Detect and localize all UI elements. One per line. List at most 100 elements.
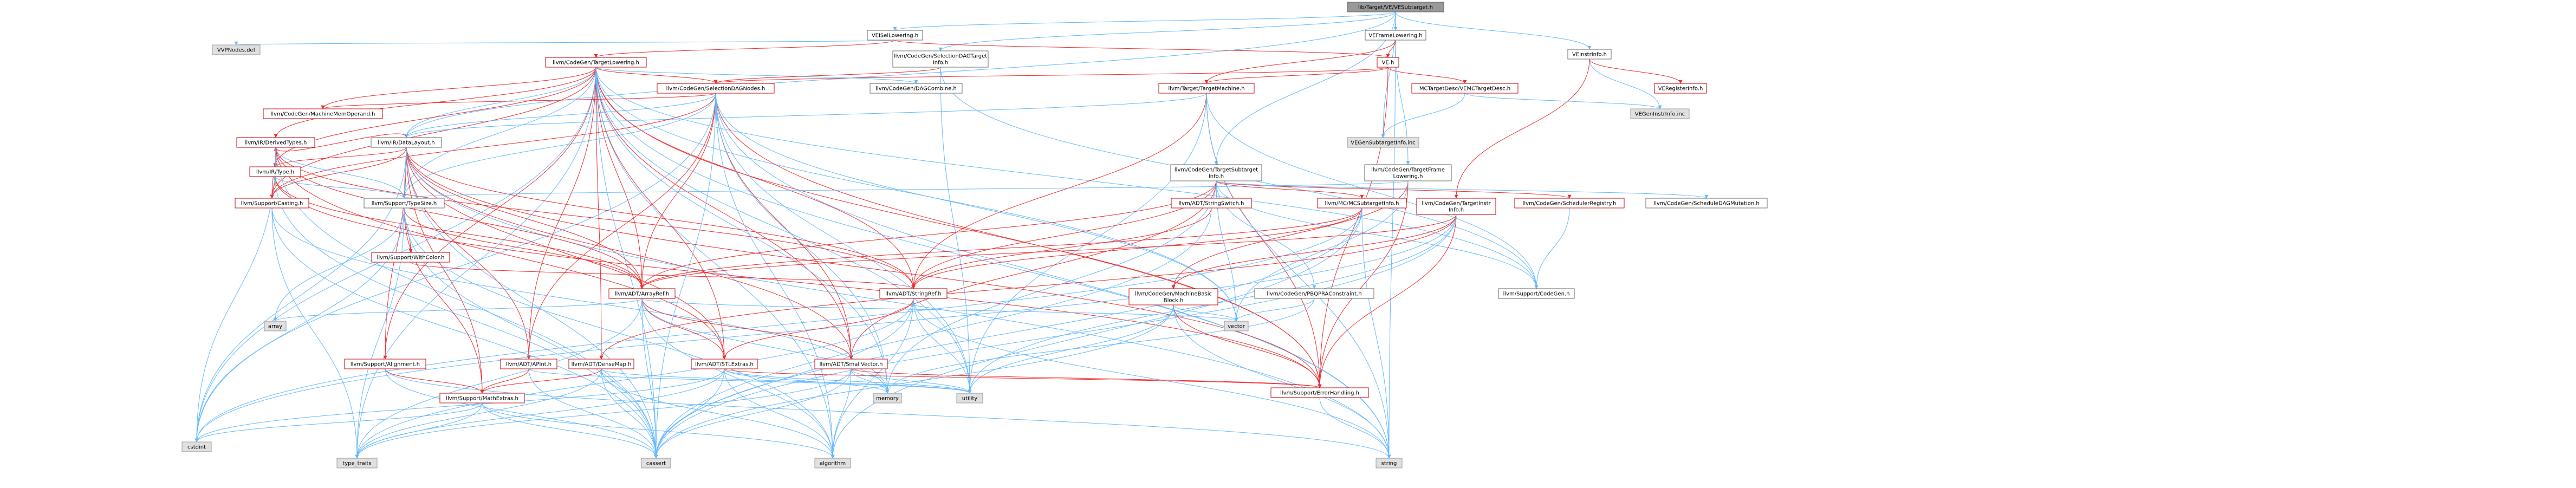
edge-PBQPRAConstraint-to-vector [1234, 298, 1315, 322]
edge-VE_h-to-TargetMachine [1204, 67, 1388, 84]
node-label: llvm/ADT/StringRef.h [885, 291, 941, 297]
edge-StringRef-to-type_traits [355, 298, 914, 459]
node-MachineMemOperand[interactable]: llvm/CodeGen/MachineMemOperand.h [263, 108, 383, 119]
node-box [1498, 288, 1575, 299]
edge-PBQPRAConstraint-to-memory [885, 298, 1315, 394]
node-box [892, 50, 989, 68]
node-VEInstrInfo[interactable]: VEInstrInfo.h [1567, 49, 1612, 60]
edge-StringRef-to-algorithm [830, 298, 914, 459]
node-label: llvm/ADT/SmallVector.h [820, 362, 883, 368]
edge-Casting-to-type_traits [271, 207, 359, 459]
node-TargetMachine[interactable]: llvm/Target/TargetMachine.h [1158, 83, 1255, 94]
edge-StringRef-to-string [913, 298, 1391, 459]
node-VE_h[interactable]: VE.h [1377, 57, 1399, 68]
edge-SelectionDAGNodes-to-cstdint [194, 93, 716, 443]
node-box [439, 393, 525, 404]
node-DerivedTypes[interactable]: llvm/IR/DerivedTypes.h [236, 137, 315, 148]
node-box [1317, 198, 1407, 209]
edge-DataLayout-to-STLExtras [406, 147, 726, 360]
node-cstdint: cstdint [181, 441, 212, 452]
edge-TargetLowering-to-cassert [595, 67, 658, 459]
node-box [371, 137, 442, 148]
node-label: llvm/CodeGen/SchedulerRegistry.h [1523, 201, 1617, 207]
node-box [814, 458, 851, 469]
node-SupportCodeGen[interactable]: llvm/Support/CodeGen.h [1498, 288, 1575, 299]
edge-TargetMachine-to-StringRef [911, 93, 1207, 289]
node-VERegisterInfo[interactable]: VERegisterInfo.h [1654, 83, 1707, 94]
edge-TargetLowering-to-STLExtras [595, 67, 726, 360]
node-box [364, 198, 445, 209]
node-Casting[interactable]: llvm/Support/Casting.h [235, 198, 309, 209]
edge-TargetSubtargetInfo-to-SchedulerRegistry [1216, 180, 1572, 199]
node-PBQPRAConstraint[interactable]: llvm/CodeGen/PBQPRAConstraint.h [1254, 288, 1374, 299]
node-ScheduleDAGMutation[interactable]: llvm/CodeGen/ScheduleDAGMutation.h [1645, 198, 1768, 209]
edge-SmallVector-to-cassert [654, 368, 852, 459]
node-label: VE.h [1382, 60, 1394, 66]
node-ErrorHandling[interactable]: llvm/Support/ErrorHandling.h [1270, 387, 1369, 398]
edge-MathExtras-to-algorithm [482, 402, 835, 459]
edge-TargetFrameLowering-to-TypeSize [403, 180, 1409, 199]
edge-TargetInstrInfo-to-cassert [654, 214, 1457, 459]
node-StringSwitch[interactable]: llvm/ADT/StringSwitch.h [1171, 198, 1252, 209]
node-label: llvm/ADT/STLExtras.h [695, 362, 754, 368]
node-StringRef[interactable]: llvm/ADT/StringRef.h [879, 288, 948, 299]
node-MathExtras[interactable]: llvm/Support/MathExtras.h [439, 393, 525, 404]
edge-ErrorHandling-to-string [1319, 397, 1391, 459]
node-label: llvm/IR/Type.h [256, 170, 294, 175]
node-WithColor[interactable]: llvm/Support/WithColor.h [371, 252, 450, 263]
edge-TargetLowering-to-Type [273, 67, 596, 167]
node-DataLayout[interactable]: llvm/IR/DataLayout.h [371, 137, 442, 148]
node-MCTargetDesc[interactable]: MCTargetDesc/VEMCTargetDesc.h [1411, 83, 1519, 94]
edge-STLExtras-to-memory [724, 368, 890, 394]
node-STLExtras[interactable]: llvm/ADT/STLExtras.h [691, 359, 758, 369]
edge-DataLayout-to-MathExtras [406, 147, 484, 394]
node-label: string [1381, 461, 1397, 467]
edge-Type-to-cassert [275, 176, 658, 459]
node-DAGCombine[interactable]: llvm/CodeGen/DAGCombine.h [870, 83, 963, 94]
node-box [344, 359, 426, 369]
edge-TargetLowering-to-TypeSize [402, 67, 596, 199]
node-Type[interactable]: llvm/IR/Type.h [249, 166, 301, 177]
node-label: llvm/Support/MathExtras.h [446, 396, 518, 402]
node-label: cstdint [187, 445, 206, 451]
node-DenseMap[interactable]: llvm/ADT/DenseMap.h [568, 359, 634, 369]
node-label: llvm/ADT/StringSwitch.h [1178, 201, 1244, 207]
node-SchedulerRegistry[interactable]: llvm/CodeGen/SchedulerRegistry.h [1514, 198, 1625, 209]
edge-ArrayRef-to-SmallVector [641, 298, 853, 360]
node-TypeSize[interactable]: llvm/Support/TypeSize.h [364, 198, 445, 209]
node-box [1416, 198, 1496, 215]
node-SelectionDAGNodes[interactable]: llvm/CodeGen/SelectionDAGNodes.h [657, 83, 775, 94]
node-TargetLowering[interactable]: llvm/CodeGen/TargetLowering.h [545, 57, 647, 68]
node-box [691, 359, 758, 369]
node-label: llvm/CodeGen/TargetLowering.h [553, 60, 639, 66]
node-SmallVector[interactable]: llvm/ADT/SmallVector.h [814, 359, 888, 369]
node-root[interactable]: lib/Target/VE/VESubtarget.h [1347, 2, 1444, 12]
node-VEFrameLowering[interactable]: VEFrameLowering.h [1365, 30, 1426, 41]
edge-TargetInstrInfo-to-MachineBasicBlock [1171, 214, 1457, 289]
node-MCSubtargetInfo[interactable]: llvm/MC/MCSubtargetInfo.h [1317, 198, 1407, 209]
node-VEISelLowering[interactable]: VEISelLowering.h [867, 30, 923, 41]
node-box [1514, 198, 1625, 209]
node-APInt[interactable]: llvm/ADT/APInt.h [500, 359, 557, 369]
node-label: llvm/Support/CodeGen.h [1503, 291, 1570, 297]
node-box [1654, 83, 1707, 94]
edge-MCSubtargetInfo-to-cassert [654, 207, 1362, 459]
edge-Type-to-ErrorHandling [275, 176, 1322, 388]
edge-TargetSubtargetInfo-to-MCSubtargetInfo [1216, 180, 1364, 199]
edge-TargetLowering-to-SmallVector [595, 67, 853, 360]
node-label: VEGenInstrInfo.inc [1635, 112, 1685, 118]
node-box [1270, 387, 1369, 398]
node-box [545, 57, 647, 68]
node-Alignment[interactable]: llvm/Support/Alignment.h [344, 359, 426, 369]
node-box [657, 83, 775, 94]
edge-StringSwitch-to-StringRef [911, 207, 1212, 289]
node-ArrayRef[interactable]: llvm/ADT/ArrayRef.h [608, 288, 676, 299]
node-VEGenSubtargetInfo: VEGenSubtargetInfo.inc [1347, 137, 1419, 148]
node-label: utility [962, 396, 978, 402]
